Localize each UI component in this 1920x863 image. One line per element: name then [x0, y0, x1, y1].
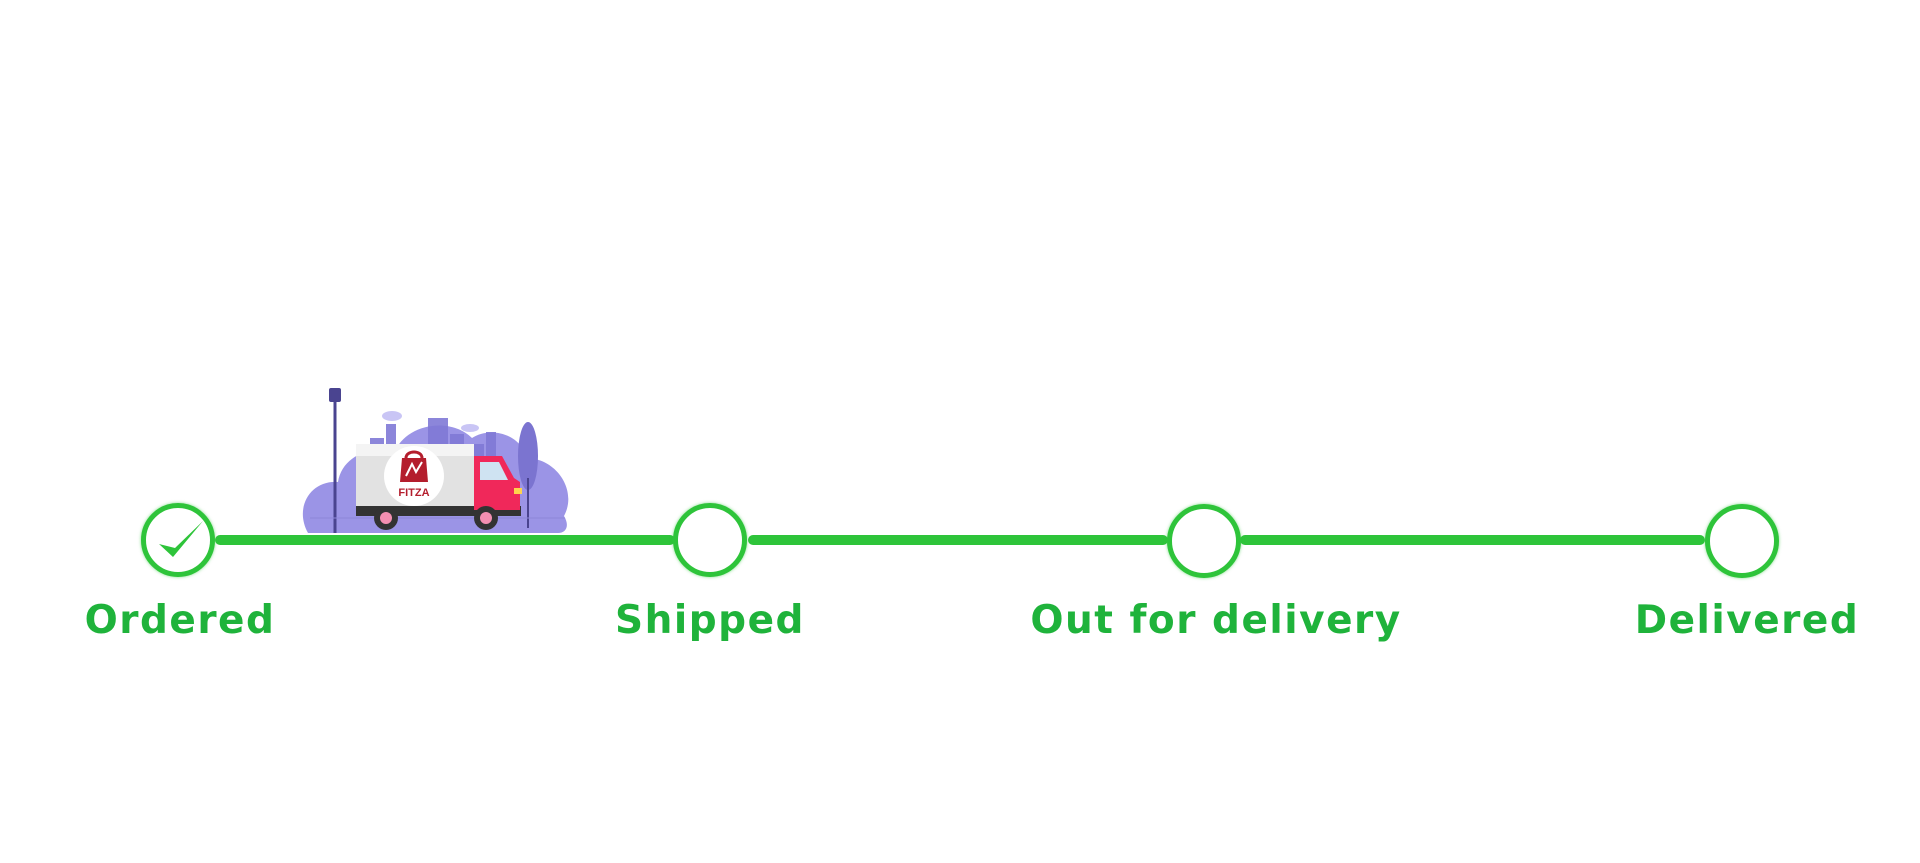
- progress-line-out-for-delivery-delivered: [1240, 535, 1705, 545]
- step-label-ordered: Ordered: [84, 598, 276, 643]
- step-node-out-for-delivery: [1167, 504, 1241, 578]
- step-node-ordered: [141, 503, 215, 577]
- progress-line-ordered-shipped: [215, 535, 675, 545]
- progress-line-shipped-out-for-delivery: [748, 535, 1168, 545]
- step-node-shipped: [673, 503, 747, 577]
- checkmark-icon: [159, 521, 203, 557]
- truck-body: FITZA: [356, 444, 522, 530]
- step-label-shipped: Shipped: [615, 598, 805, 643]
- delivery-truck-icon: FITZA: [302, 388, 569, 533]
- brand-logo-text: FITZA: [398, 487, 429, 499]
- step-node-delivered: [1705, 504, 1779, 578]
- step-label-out-for-delivery: Out for delivery: [1030, 598, 1402, 643]
- step-label-delivered: Delivered: [1634, 598, 1860, 643]
